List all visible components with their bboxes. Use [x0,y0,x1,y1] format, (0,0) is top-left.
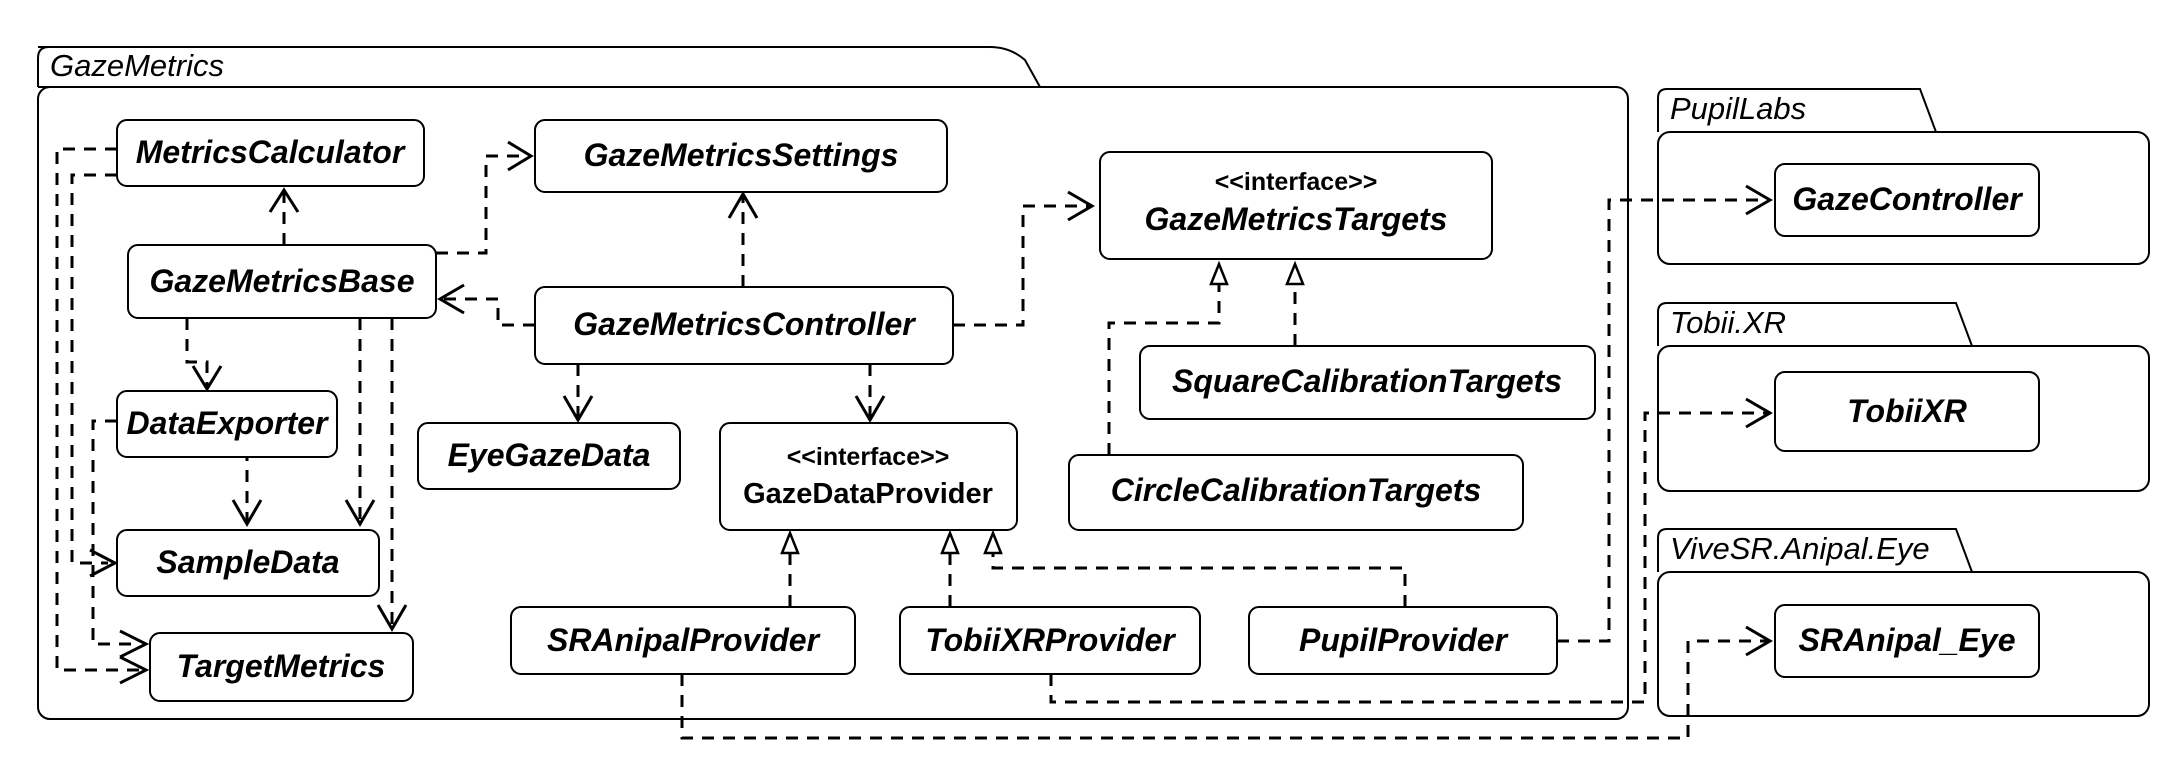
class-gaze-metrics-settings: GazeMetricsSettings [534,119,948,193]
class-label: MetricsCalculator [136,134,406,170]
class-circle-calibration-targets: CircleCalibrationTargets [1068,454,1524,531]
relations [55,140,1773,740]
class-label: SRAnipalProvider [547,622,821,658]
class-tobiixr: TobiiXR [1774,371,2040,452]
package-label-tobii: Tobii.XR [1670,305,1786,340]
interface-gaze-metrics-targets: <<interface>> GazeMetricsTargets [1099,151,1493,260]
stereotype-label: <<interface>> [787,443,950,471]
class-sranipal-provider: SRAnipalProvider [510,606,856,675]
interface-gaze-data-provider: <<interface>> GazeDataProvider [719,422,1018,531]
package-tobii: Tobii.XR [1657,302,2150,492]
class-tobiixr-provider: TobiiXRProvider [899,606,1201,675]
stereotype-label: <<interface>> [1215,168,1378,196]
class-target-metrics: TargetMetrics [149,632,414,702]
class-label: TobiiXRProvider [925,622,1176,658]
class-label: SRAnipal_Eye [1799,622,2016,658]
class-label: PupilProvider [1299,622,1509,658]
class-label: GazeDataProvider [743,478,993,510]
class-label: EyeGazeData [448,437,651,473]
class-label: GazeMetricsTargets [1145,201,1448,237]
class-sranipal-eye: SRAnipal_Eye [1774,604,2040,678]
class-gaze-metrics-base: GazeMetricsBase [127,244,437,319]
class-label: CircleCalibrationTargets [1111,472,1481,508]
package-label-gazemetrics: GazeMetrics [50,48,224,83]
class-label: TobiiXR [1847,393,1967,429]
class-square-calibration-targets: SquareCalibrationTargets [1139,345,1596,420]
class-label: SquareCalibrationTargets [1172,363,1562,399]
package-label-vivesr: ViveSR.Anipal.Eye [1670,531,1930,566]
package-label-pupillabs: PupilLabs [1670,91,1806,126]
class-pupil-provider: PupilProvider [1248,606,1558,675]
class-label: SampleData [156,544,339,580]
class-metrics-calculator: MetricsCalculator [116,119,425,187]
class-label: TargetMetrics [177,648,386,684]
package-vivesr: ViveSR.Anipal.Eye [1657,528,2150,717]
class-data-exporter: DataExporter [116,390,338,458]
class-label: GazeMetricsBase [149,263,414,299]
class-gaze-metrics-controller: GazeMetricsController [534,286,954,365]
class-eye-gaze-data: EyeGazeData [417,422,681,490]
package-pupillabs: PupilLabs [1657,88,2150,265]
class-label: GazeMetricsController [573,306,916,342]
class-label: DataExporter [127,405,330,441]
class-gaze-controller: GazeController [1774,163,2040,237]
class-sample-data: SampleData [116,529,380,597]
package-gazemetrics: GazeMetrics [37,46,1629,720]
class-label: GazeMetricsSettings [584,137,899,173]
class-label: GazeController [1792,181,2023,217]
